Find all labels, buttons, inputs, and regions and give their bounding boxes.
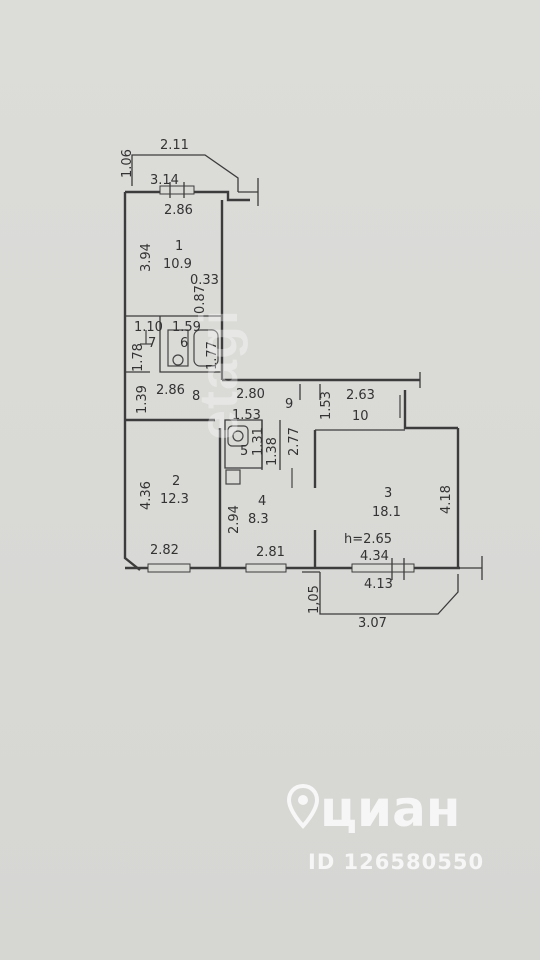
room9-number: 9: [285, 397, 293, 412]
dim-1-38: 1.38: [265, 437, 280, 466]
watermark-etagi: etagi: [189, 308, 249, 440]
dim-hall9-width: 2.80: [236, 387, 265, 402]
dim-hall10-width: 2.63: [346, 388, 375, 403]
room1-area: 10.9: [163, 257, 192, 272]
window-room2: [147, 563, 191, 573]
room10-number: 10: [352, 409, 369, 424]
bath-sink-icon: [167, 329, 189, 367]
dim-balcony-bottom-inner: 4.13: [364, 577, 393, 592]
window-room4: [245, 563, 287, 573]
corridor-door-posts: [299, 384, 321, 400]
dim-room1-length: 3.94: [139, 243, 154, 272]
dim-room4-width: 2.81: [256, 545, 285, 560]
dim-room1-width: 2.86: [164, 203, 193, 218]
ceiling-height: h=2.65: [344, 532, 392, 547]
dim-balcony-bottom-width: 3.07: [358, 616, 387, 631]
wc-sink-icon: [225, 469, 241, 485]
top-balcony-outline: [131, 154, 239, 192]
listing-id: ID 126580550: [308, 850, 485, 874]
dim-room3-width: 4.34: [360, 549, 389, 564]
sink-drain-icon: [172, 354, 184, 366]
bathtub-icon: [193, 329, 219, 367]
room4-area: 8.3: [248, 512, 269, 527]
dim-1-31: 1.31: [251, 427, 266, 456]
dim-bath6-width: 1.59: [172, 320, 201, 335]
dim-room2-width: 2.82: [150, 543, 179, 558]
cian-logo: циан ID 126580550: [286, 780, 516, 890]
dim-bath7-width: 1.10: [134, 320, 163, 335]
room2-number: 2: [172, 474, 180, 489]
room6-number: 6: [180, 336, 188, 351]
dim-2-77: 2.77: [287, 427, 302, 456]
room2-area: 12.3: [160, 492, 189, 507]
dim-balcony-top-width: 2.11: [160, 138, 189, 153]
dim-room4-length: 2.94: [227, 505, 242, 534]
dim-1-39: 1.39: [135, 385, 150, 414]
dim-balcony-bottom-depth: 1,05: [307, 585, 322, 614]
room8-number: 8: [192, 389, 200, 404]
dim-room2-length: 4.36: [139, 481, 154, 510]
cian-logo-text: циан: [320, 780, 461, 838]
location-pin-icon: [286, 784, 320, 829]
dim-1-53-a: 1.53: [232, 408, 261, 423]
window-room1: [159, 185, 195, 195]
wc-lines: [261, 420, 281, 470]
room7-number: 7: [148, 336, 156, 351]
dim-1-78: 1.78: [131, 343, 146, 372]
dim-room3-length: 4.18: [439, 485, 454, 514]
dim-balcony-top-inner: 3.14: [150, 173, 179, 188]
dim-1-53-b: 1.53: [319, 391, 334, 420]
bottom-balcony-outline: [319, 572, 459, 615]
toilet-icon: [227, 425, 249, 447]
dim-balcony-top-depth: 1.06: [120, 149, 135, 178]
room1-number: 1: [175, 239, 183, 254]
room3-area: 18.1: [372, 505, 401, 520]
bath-divider: [159, 316, 222, 373]
dim-0-87: 0.87: [193, 285, 208, 314]
dim-hall8-width: 2.86: [156, 383, 185, 398]
dim-1-77: 1.77: [205, 341, 220, 370]
dim-0-33: 0.33: [190, 273, 219, 288]
room5-number: 5: [240, 444, 248, 459]
room3-number: 3: [384, 486, 392, 501]
corridor-right-wall: [403, 390, 458, 430]
window-room3: [351, 563, 415, 573]
outer-wall-left-upper: [123, 192, 141, 571]
room4-number: 4: [258, 494, 266, 509]
